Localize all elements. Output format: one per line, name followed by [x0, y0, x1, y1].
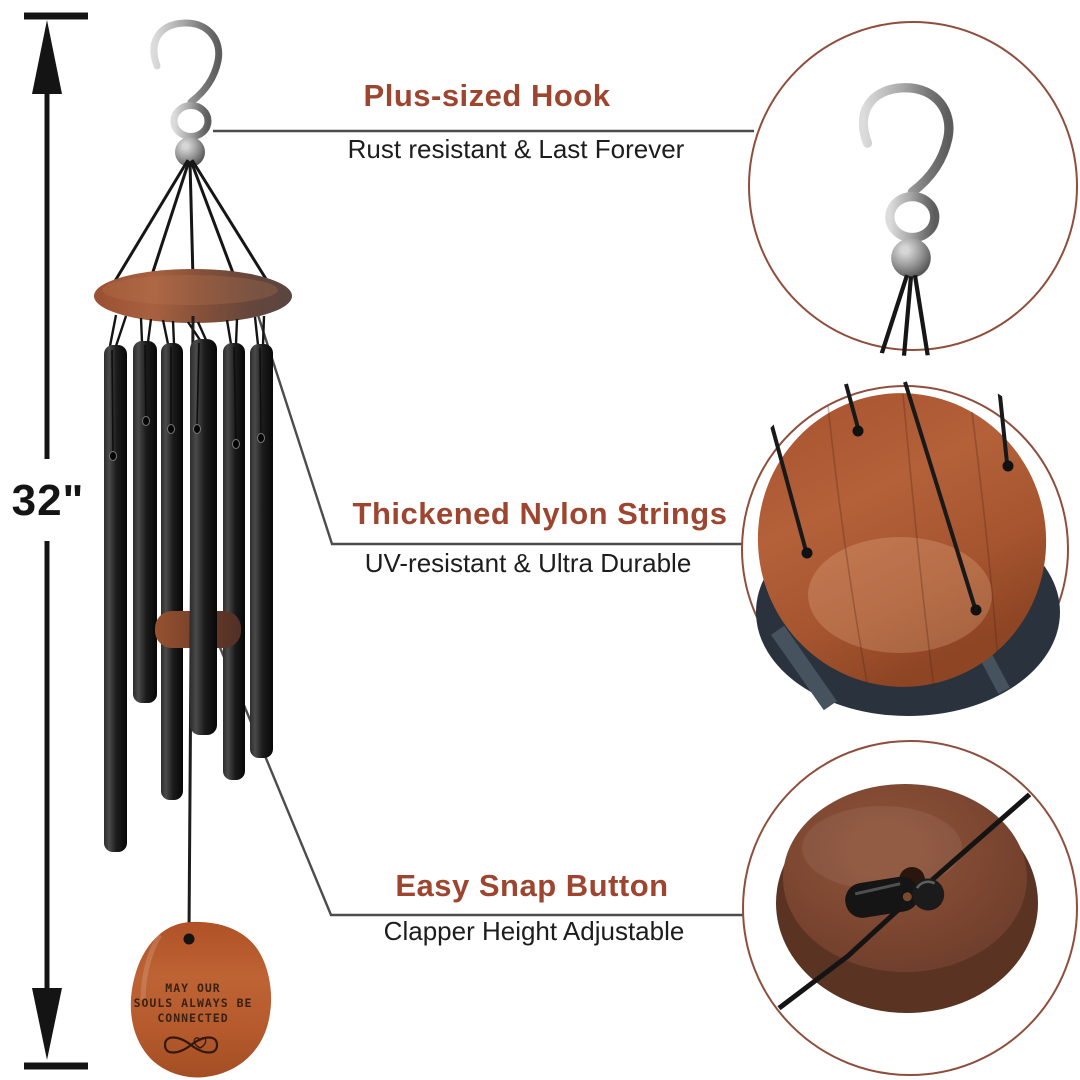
sail-line-3: CONNECTED [157, 1011, 229, 1025]
tube-hanger-strings [108, 314, 266, 347]
measurement-arrow [24, 12, 88, 1070]
callout-circle-hook [748, 21, 1078, 356]
hook-bead [175, 137, 205, 167]
callout-subtitle-snap: Clapper Height Adjustable [383, 916, 685, 946]
callout-title-strings: Thickened Nylon Strings [352, 496, 728, 531]
callout-title-hook: Plus-sized Hook [363, 78, 611, 113]
callout-subtitle-hook: Rust resistant & Last Forever [347, 134, 685, 164]
ring-highlight [102, 275, 278, 305]
wind-chime [94, 19, 292, 1078]
hook-icon [150, 19, 223, 140]
strings-zoom [756, 381, 1060, 716]
chime-tubes [104, 341, 273, 852]
pointer-line-strings [255, 311, 744, 546]
sail-engraving: MAY OUR SOULS ALWAYS BE CONNECTED [99, 981, 287, 1026]
infinity-heart-icon [163, 1036, 219, 1054]
callout-circle-snap [742, 740, 1078, 1076]
sail-hole [183, 933, 195, 945]
chime-tube-front [190, 339, 217, 735]
nylon-strings [110, 159, 273, 288]
sail-line-2: SOULS ALWAYS BE [133, 996, 253, 1010]
wind-sail [130, 921, 272, 1078]
wooden-top-ring [94, 269, 292, 323]
tube-holes [109, 342, 265, 461]
callout-circle-strings [741, 381, 1069, 716]
snap-zoom [768, 764, 1064, 1017]
cord-lock-toggle [845, 876, 945, 918]
hook-zoom [858, 83, 954, 356]
size-label: 32" [11, 476, 85, 525]
callout-subtitle-strings: UV-resistant & Ultra Durable [364, 548, 692, 578]
sail-line-1: MAY OUR [165, 981, 221, 995]
callout-title-snap: Easy Snap Button [395, 868, 669, 903]
